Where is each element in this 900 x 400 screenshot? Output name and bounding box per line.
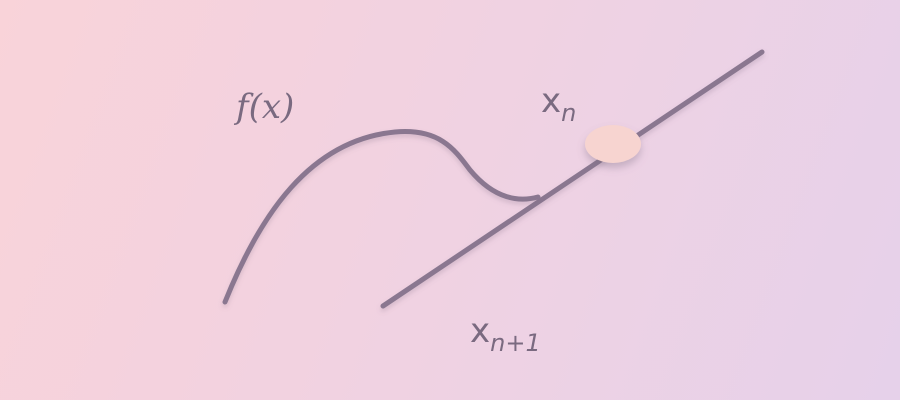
function-curve xyxy=(222,129,541,305)
current-point-label-base: x xyxy=(541,81,561,121)
next-point-label: xn+1 xyxy=(470,311,541,357)
next-point-label-subscript: n+1 xyxy=(490,329,541,357)
tangent-line xyxy=(380,49,765,309)
current-point-label-subscript: n xyxy=(561,99,576,127)
function-label: f(x) xyxy=(233,87,294,127)
current-point-label: xn xyxy=(541,81,576,127)
next-point-label-base: x xyxy=(470,311,490,351)
current-point-marker xyxy=(585,125,641,163)
